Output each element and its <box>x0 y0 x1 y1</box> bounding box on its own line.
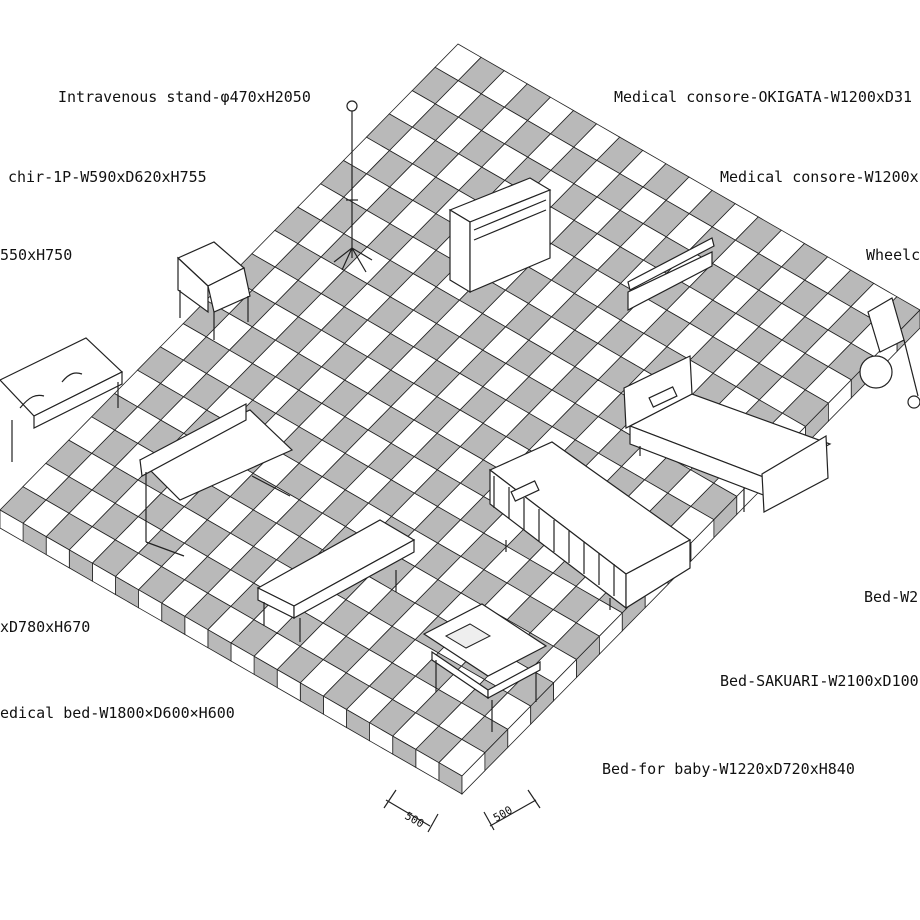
scale-label-right: 500 <box>491 803 515 824</box>
checkerboard-floor <box>0 43 920 777</box>
floor-edge-segment <box>0 509 24 542</box>
label-medical-bed: edical bed-W1800×D600×H600 <box>0 704 235 722</box>
scale-marker-left: 500 <box>383 789 439 833</box>
chair-1p <box>176 241 251 340</box>
label-chair-1p: chir-1P-W590xD620xH755 <box>8 168 207 186</box>
label-bed-w2: Bed-W2 <box>864 588 918 606</box>
baby-bed <box>422 603 548 732</box>
scale-marker-right: 500 <box>483 789 541 831</box>
medical-console <box>627 237 715 311</box>
label-iv-stand: Intravenous stand-φ470xH2050 <box>58 88 311 106</box>
label-console: Medical consore-W1200x <box>720 168 919 186</box>
label-console-okigata: Medical consore-OKIGATA-W1200xD31 <box>614 88 912 106</box>
medical-bed <box>256 519 416 642</box>
bed-sakuari <box>488 441 692 610</box>
bench <box>0 337 124 462</box>
label-bed-sakuari: Bed-SAKUARI-W2100xD100 <box>720 672 919 690</box>
label-wheelchair: Wheelc <box>866 246 920 264</box>
medical-console-okigata <box>448 177 552 294</box>
table <box>138 403 294 557</box>
label-bench: 550xH750 <box>0 246 72 264</box>
bed-rails <box>493 476 615 596</box>
wheelchair <box>859 297 920 409</box>
bed-w2 <box>623 355 832 513</box>
label-baby-bed: Bed-for baby-W1220xD720xH840 <box>602 760 855 778</box>
label-table: xD780xH670 <box>0 618 90 636</box>
scale-label-left: 500 <box>403 809 427 830</box>
iv-stand <box>333 100 373 273</box>
